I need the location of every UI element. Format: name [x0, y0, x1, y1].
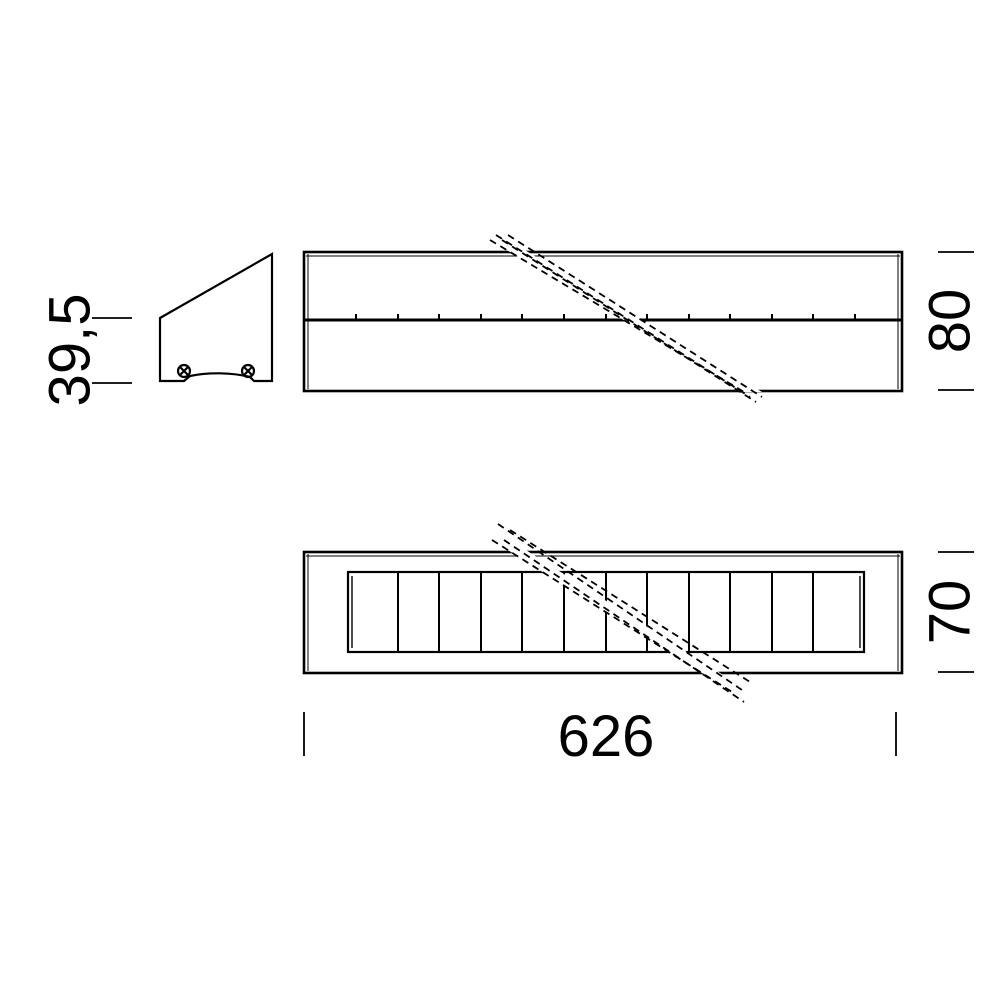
length-dimension [303, 712, 897, 756]
side-view [158, 252, 274, 383]
front-view-ticks [355, 314, 856, 320]
top-view-outline [302, 550, 904, 675]
side-height-dimension [92, 317, 132, 384]
screw-right-icon [240, 363, 256, 379]
height-dimension [938, 251, 974, 391]
top-view [302, 550, 904, 675]
side-view-outline [158, 252, 274, 383]
side-height-label: 39,5 [37, 294, 102, 407]
height-label: 80 [917, 289, 982, 354]
length-label: 626 [558, 704, 655, 769]
top-break-lines [491, 523, 751, 703]
front-view [302, 250, 904, 393]
top-break-gap [492, 540, 750, 692]
screw-left-icon [176, 363, 192, 379]
front-break-gap [490, 240, 762, 392]
front-break-lines [489, 234, 763, 403]
depth-label: 70 [917, 580, 982, 645]
depth-dimension [938, 551, 974, 673]
